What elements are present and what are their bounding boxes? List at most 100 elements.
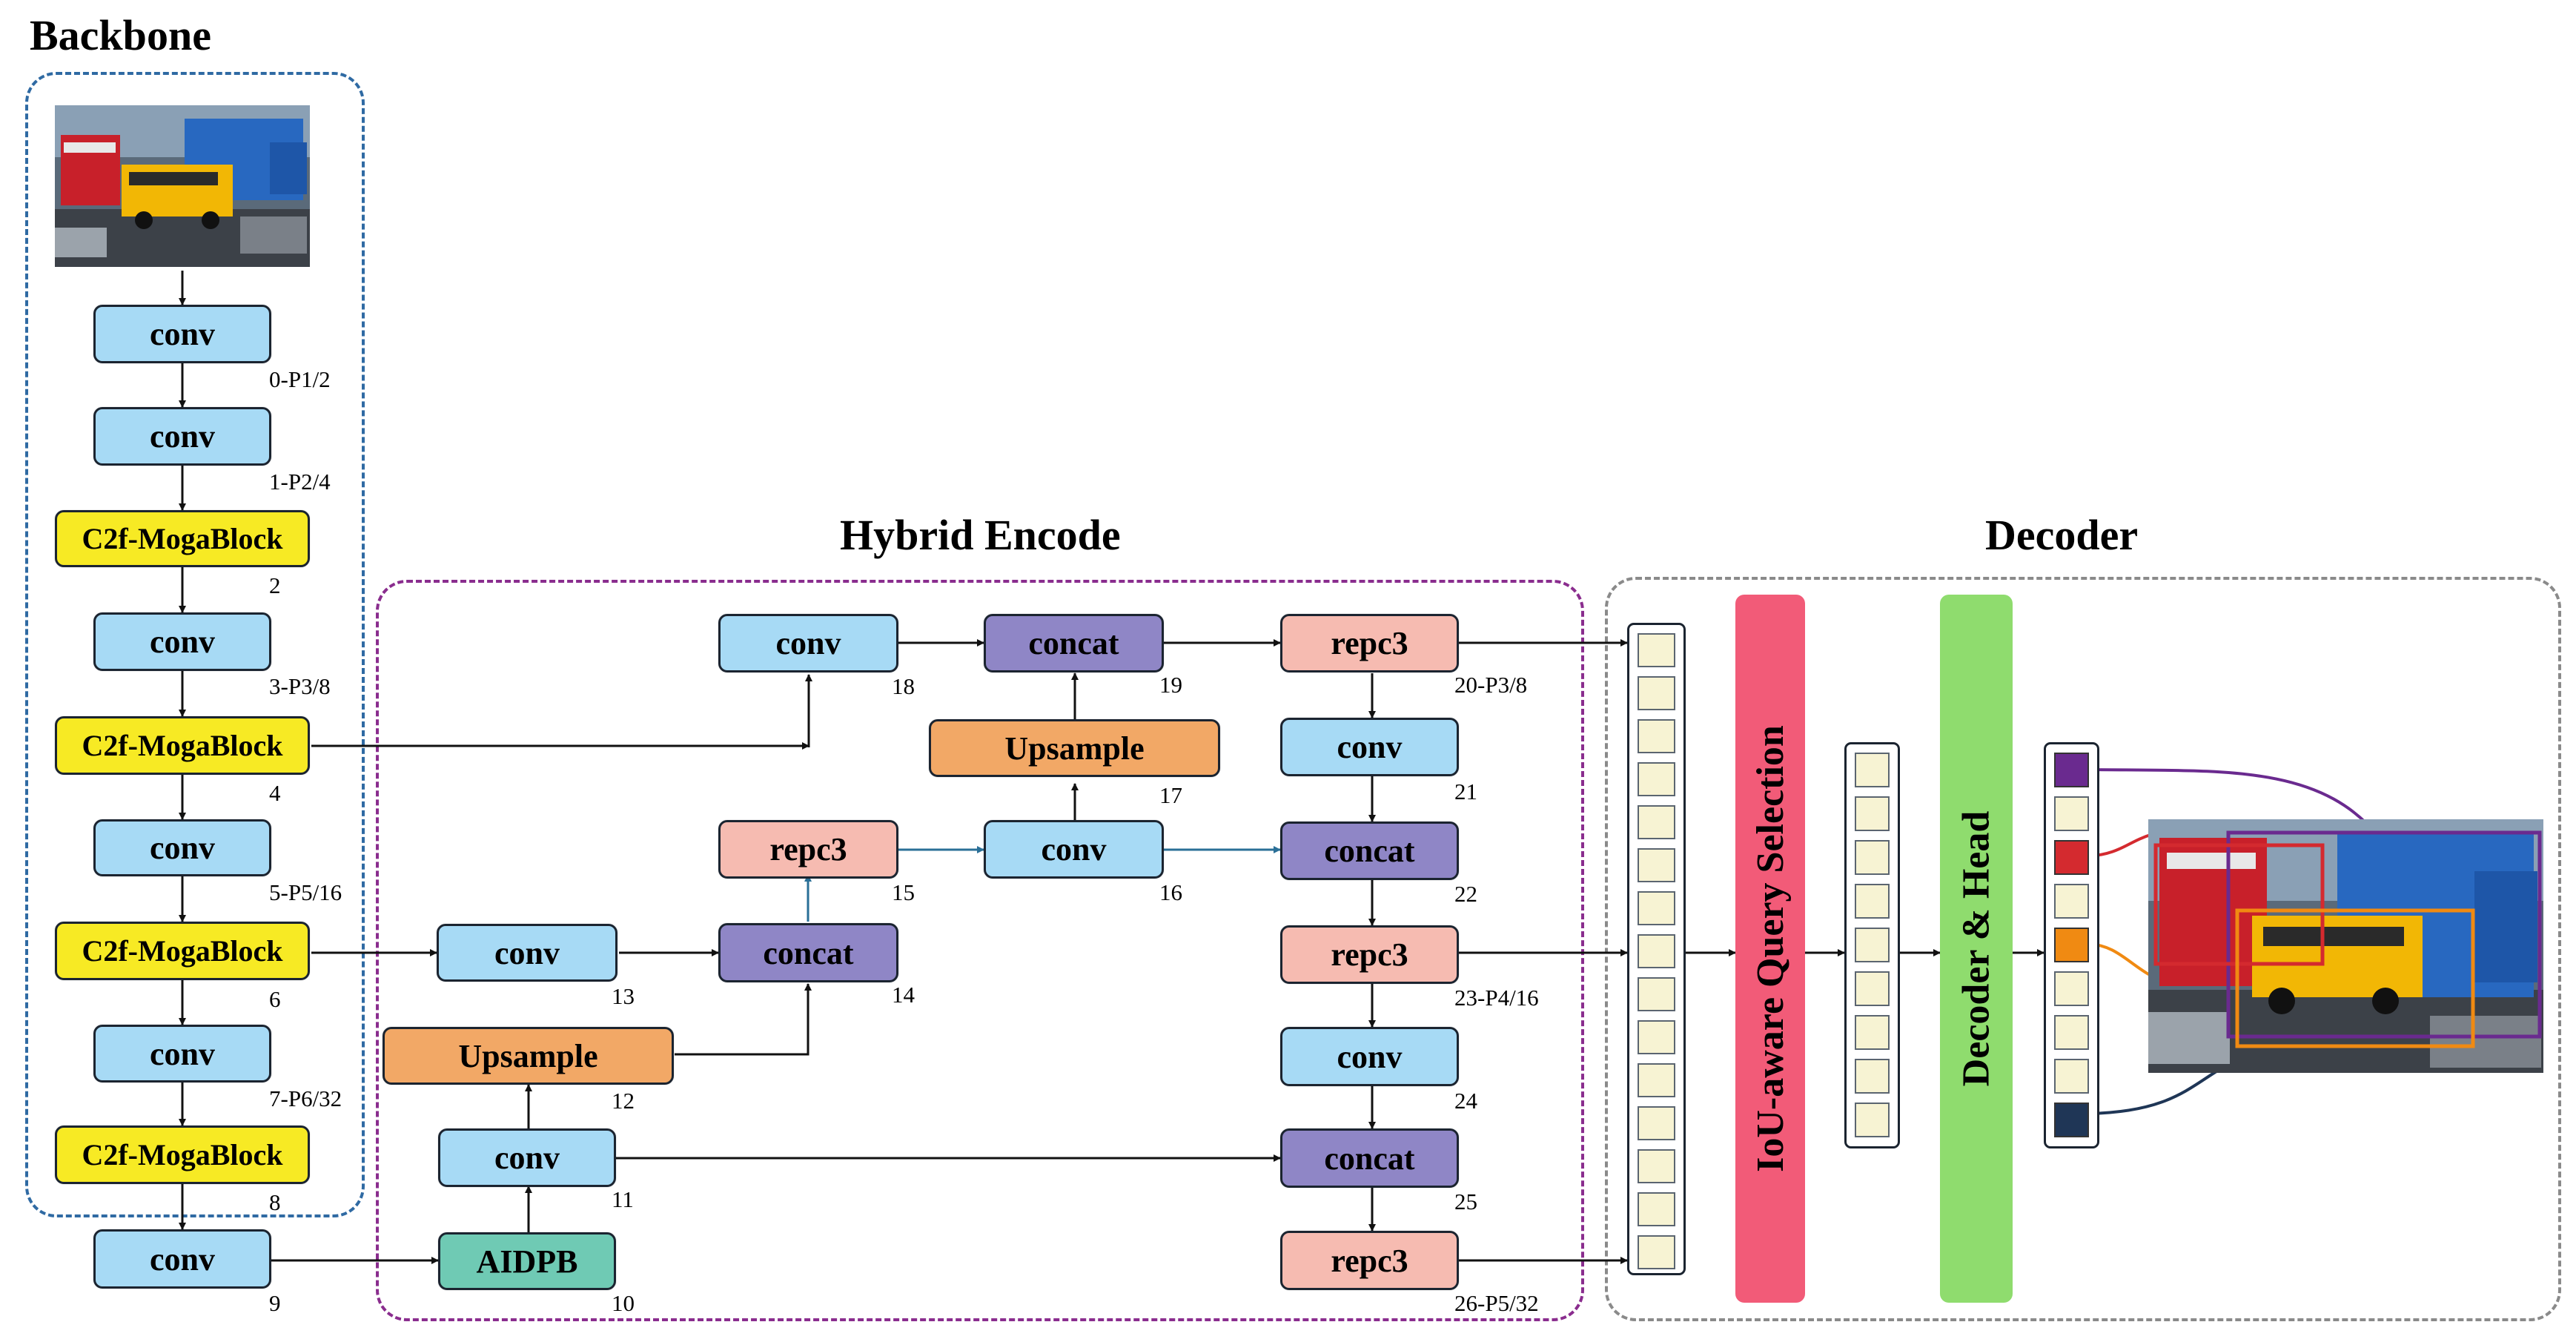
query-cell <box>2054 1059 2089 1094</box>
query-cell <box>1638 891 1675 925</box>
encoder-features-column <box>1627 623 1686 1275</box>
layer-label: 12 <box>612 1088 635 1114</box>
hybrid-upsample-12: Upsample <box>383 1027 674 1085</box>
layer-label: 18 <box>892 673 915 699</box>
hybrid-concat-14: concat <box>718 923 898 982</box>
layer-label: 5-P5/16 <box>269 879 342 905</box>
query-selection-label: IoU-aware Query Selection <box>1749 725 1792 1172</box>
decoder-head-bar: Decoder & Head <box>1940 595 2013 1303</box>
query-cell <box>2054 1103 2089 1137</box>
hybrid-repc3-23: repc3 <box>1280 925 1459 984</box>
decoder-frame <box>1605 577 2561 1321</box>
query-cell <box>1855 753 1890 787</box>
query-cell <box>1855 1103 1890 1137</box>
query-cell <box>1638 1063 1675 1097</box>
hybrid-concat-19: concat <box>984 614 1164 672</box>
layer-label: 17 <box>1159 782 1182 808</box>
hybrid-repc3-26: repc3 <box>1280 1231 1459 1290</box>
query-cell <box>1855 840 1890 875</box>
query-cell <box>1638 762 1675 796</box>
hybrid-conv-18: conv <box>718 614 898 672</box>
output-image <box>2148 819 2543 1073</box>
query-cell <box>1638 934 1675 968</box>
query-link-navy <box>2087 1070 2218 1115</box>
layer-label: 14 <box>892 982 915 1008</box>
layer-label: 22 <box>1454 881 1477 907</box>
hybrid-upsample-17: Upsample <box>929 719 1220 777</box>
layer-label: 16 <box>1159 879 1182 905</box>
layer-label: 8 <box>269 1189 281 1215</box>
iou-aware-query-selection-bar: IoU-aware Query Selection <box>1735 595 1805 1303</box>
query-link-purple <box>2087 768 2381 839</box>
query-cell <box>1855 884 1890 919</box>
hybrid-concat-25: concat <box>1280 1128 1459 1188</box>
hybrid-encode-title: Hybrid Encode <box>840 511 1121 559</box>
query-cell <box>1638 633 1675 667</box>
layer-label: 3-P3/8 <box>269 673 331 699</box>
input-image <box>55 105 310 267</box>
query-cell <box>1855 1059 1890 1094</box>
query-cell <box>2054 840 2089 875</box>
decoder-title: Decoder <box>1985 511 2139 559</box>
layer-label: 10 <box>612 1290 635 1316</box>
layer-label: 23-P4/16 <box>1454 985 1539 1011</box>
layer-label: 19 <box>1159 672 1182 698</box>
query-cell <box>1638 1020 1675 1054</box>
query-cell <box>1638 719 1675 753</box>
backbone-c2f-mogablock-6: C2f-MogaBlock <box>55 922 310 980</box>
backbone-title: Backbone <box>30 11 211 59</box>
hybrid-conv-24: conv <box>1280 1027 1459 1086</box>
layer-label: 13 <box>612 983 635 1009</box>
hybrid-encode-frame <box>376 580 1584 1321</box>
backbone-conv-7: conv <box>93 1025 271 1082</box>
query-cell <box>2054 1015 2089 1050</box>
query-cell <box>1638 805 1675 839</box>
layer-label: 25 <box>1454 1189 1477 1214</box>
query-cell <box>1638 848 1675 882</box>
hybrid-repc3-15: repc3 <box>718 820 898 879</box>
query-cell <box>2054 971 2089 1006</box>
query-cell <box>1638 977 1675 1011</box>
query-cell <box>2054 884 2089 919</box>
query-cell <box>1855 928 1890 962</box>
layer-label: 2 <box>269 572 281 598</box>
hybrid-concat-22: concat <box>1280 822 1459 880</box>
output-queries-column <box>2044 742 2099 1148</box>
layer-label: 4 <box>269 780 281 806</box>
hybrid-aidpb-10: AIDPB <box>438 1232 616 1290</box>
hybrid-conv-13: conv <box>437 924 617 982</box>
layer-label: 9 <box>269 1290 281 1316</box>
query-cell <box>1855 971 1890 1006</box>
hybrid-conv-21: conv <box>1280 718 1459 776</box>
backbone-conv-1: conv <box>93 407 271 466</box>
layer-label: 21 <box>1454 779 1477 804</box>
query-cell <box>1855 1015 1890 1050</box>
selected-queries-column <box>1844 742 1900 1148</box>
query-cell <box>2054 796 2089 831</box>
backbone-conv-9: conv <box>93 1229 271 1289</box>
layer-label: 0-P1/2 <box>269 366 331 392</box>
backbone-conv-5: conv <box>93 819 271 876</box>
query-cell <box>1638 1106 1675 1140</box>
layer-label: 6 <box>269 986 281 1012</box>
hybrid-conv-11: conv <box>438 1128 616 1187</box>
query-cell <box>1638 1149 1675 1183</box>
query-cell <box>1638 1235 1675 1269</box>
arrow <box>675 983 812 1056</box>
hybrid-conv-16: conv <box>984 820 1164 879</box>
query-cell <box>1638 1192 1675 1226</box>
backbone-c2f-mogablock-2: C2f-MogaBlock <box>55 510 310 567</box>
decoder-head-label: Decoder & Head <box>1955 810 1998 1087</box>
hybrid-repc3-20: repc3 <box>1280 614 1459 672</box>
query-cell <box>1855 796 1890 831</box>
layer-label: 20-P3/8 <box>1454 672 1528 698</box>
backbone-c2f-mogablock-4: C2f-MogaBlock <box>55 716 310 775</box>
backbone-conv-0: conv <box>93 305 271 363</box>
layer-label: 15 <box>892 879 915 905</box>
query-cell <box>2054 753 2089 787</box>
layer-label: 24 <box>1454 1088 1477 1114</box>
backbone-conv-3: conv <box>93 612 271 671</box>
detection-box-purple <box>2226 830 2542 1039</box>
